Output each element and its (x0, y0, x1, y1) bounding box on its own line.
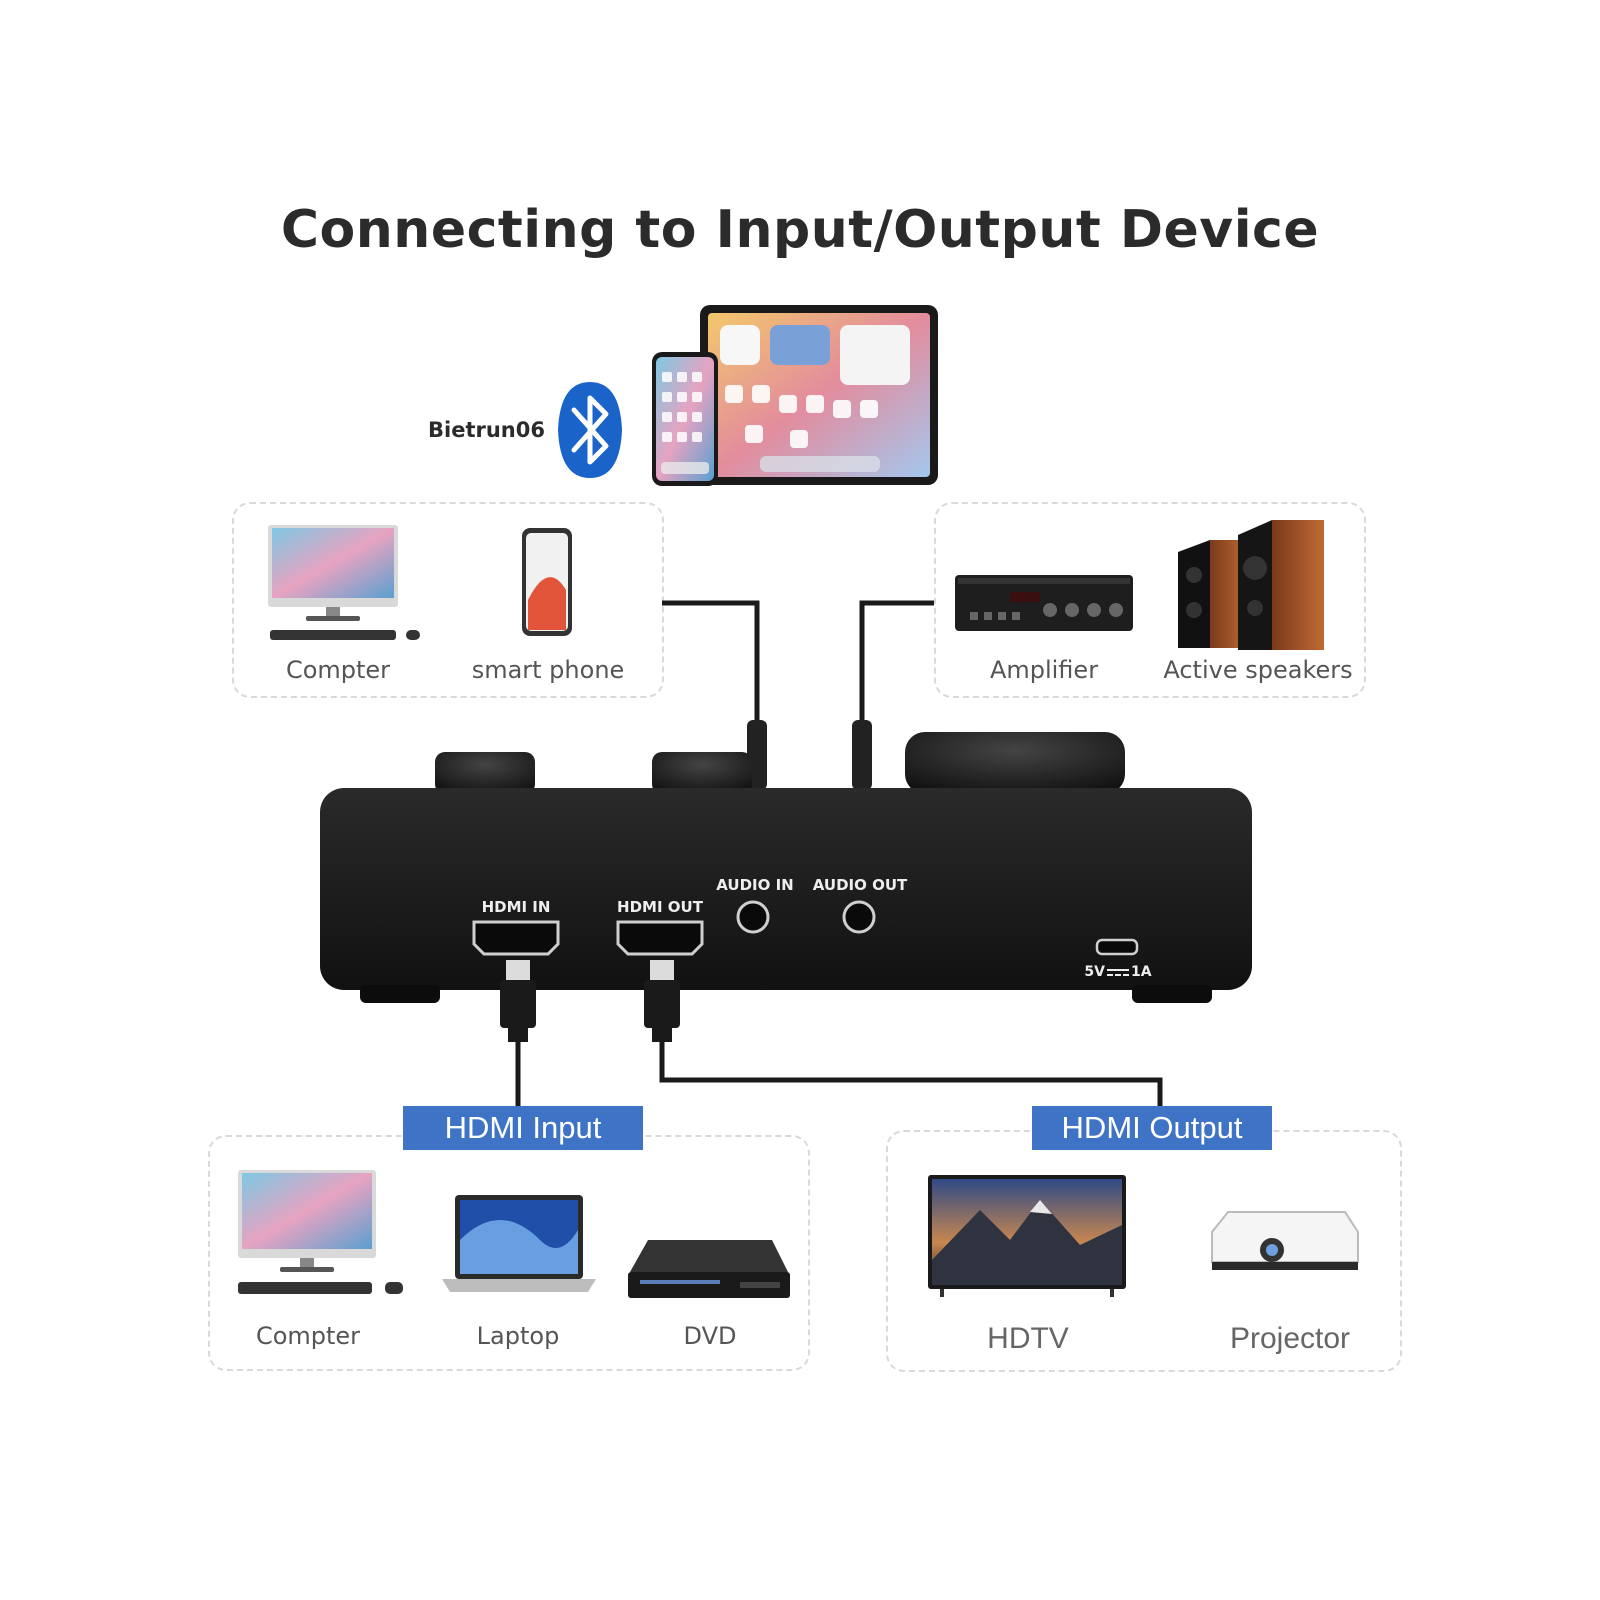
dc-symbol (1107, 968, 1129, 976)
laptop-icon (442, 1195, 596, 1292)
label-hdtv: HDTV (987, 1322, 1069, 1355)
label-audio-out: AUDIO OUT (812, 876, 908, 894)
label-smart-phone: smart phone (471, 656, 625, 684)
speakers-icon (1178, 520, 1324, 650)
label-hdmi-in: HDMI IN (481, 898, 551, 916)
label-laptop: Laptop (476, 1322, 560, 1350)
label-active-speakers: Active speakers (1163, 656, 1353, 684)
label-power: 5V 1A (1078, 964, 1158, 980)
label-projector: Projector (1229, 1322, 1351, 1355)
hdmi-output-tag: HDMI Output (1032, 1106, 1272, 1150)
label-hdmi-out: HDMI OUT (617, 898, 703, 916)
power-voltage: 5V (1084, 964, 1105, 980)
hdmi-in-port (472, 920, 560, 956)
hdmi-out-port (616, 920, 704, 956)
audio-in-jack (736, 900, 770, 934)
label-audio-in: AUDIO IN (716, 876, 794, 894)
computer-icon (268, 525, 420, 640)
hdtv-icon (928, 1175, 1126, 1297)
hdmi-cables (515, 1042, 1163, 1112)
smartphone-icon (522, 528, 572, 636)
label-dvd: DVD (683, 1322, 737, 1350)
power-current: 1A (1131, 964, 1152, 980)
bluetooth-device-name: Bietrun06 (428, 418, 545, 442)
audio-cables (662, 600, 934, 725)
label-hdmi-computer: Compter (255, 1322, 361, 1350)
hdmi-computer-icon (238, 1170, 403, 1294)
dvd-icon (628, 1240, 790, 1298)
hdmi-in-plug (500, 960, 536, 1042)
bluetooth-icon (558, 382, 622, 478)
projector-icon (1211, 1211, 1359, 1270)
power-port (1095, 938, 1139, 956)
label-amplifier: Amplifier (989, 656, 1099, 684)
audio-out-jack (842, 900, 876, 934)
label-computer: Compter (285, 656, 391, 684)
phone-icon (652, 352, 718, 486)
tablet-icon (700, 305, 938, 485)
hdmi-input-tag: HDMI Input (403, 1106, 643, 1150)
hdmi-out-plug (644, 960, 680, 1042)
page-title: Connecting to Input/Output Device (280, 200, 1320, 260)
amplifier-icon (955, 575, 1133, 631)
device-knobs (435, 732, 1125, 794)
